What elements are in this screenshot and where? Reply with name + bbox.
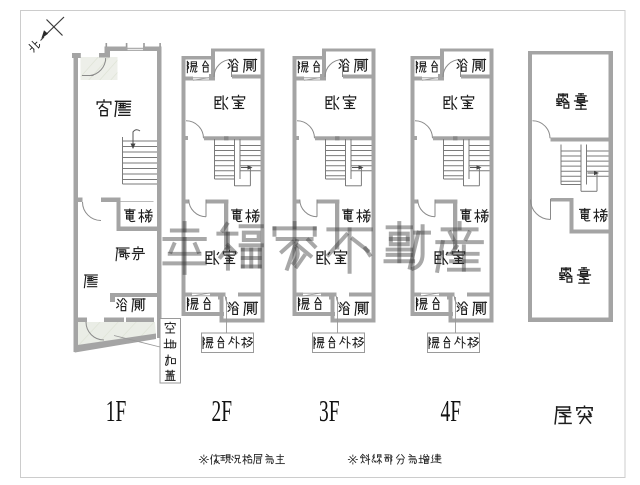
svg-text:1F: 1F — [106, 393, 127, 428]
svg-text:3F: 3F — [319, 393, 340, 428]
svg-text:4F: 4F — [441, 393, 462, 428]
svg-text:2F: 2F — [212, 393, 233, 428]
